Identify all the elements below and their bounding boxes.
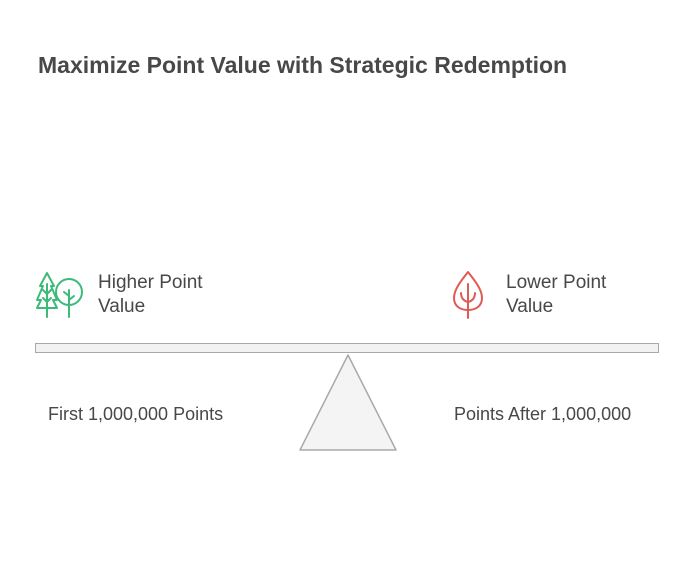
higher-point-value-label: Higher Point Value	[98, 272, 203, 317]
points-after-million-label: Points After 1,000,000	[454, 404, 632, 424]
seesaw-beam	[35, 343, 659, 353]
page-title: Maximize Point Value with Strategic Rede…	[38, 52, 568, 78]
lower-point-value-label: Lower Point Value	[506, 272, 607, 317]
fulcrum-triangle	[299, 354, 397, 451]
first-million-points-label: First 1,000,000 Points	[48, 404, 224, 424]
trees-icon	[36, 272, 83, 318]
leaf-icon	[453, 271, 483, 319]
